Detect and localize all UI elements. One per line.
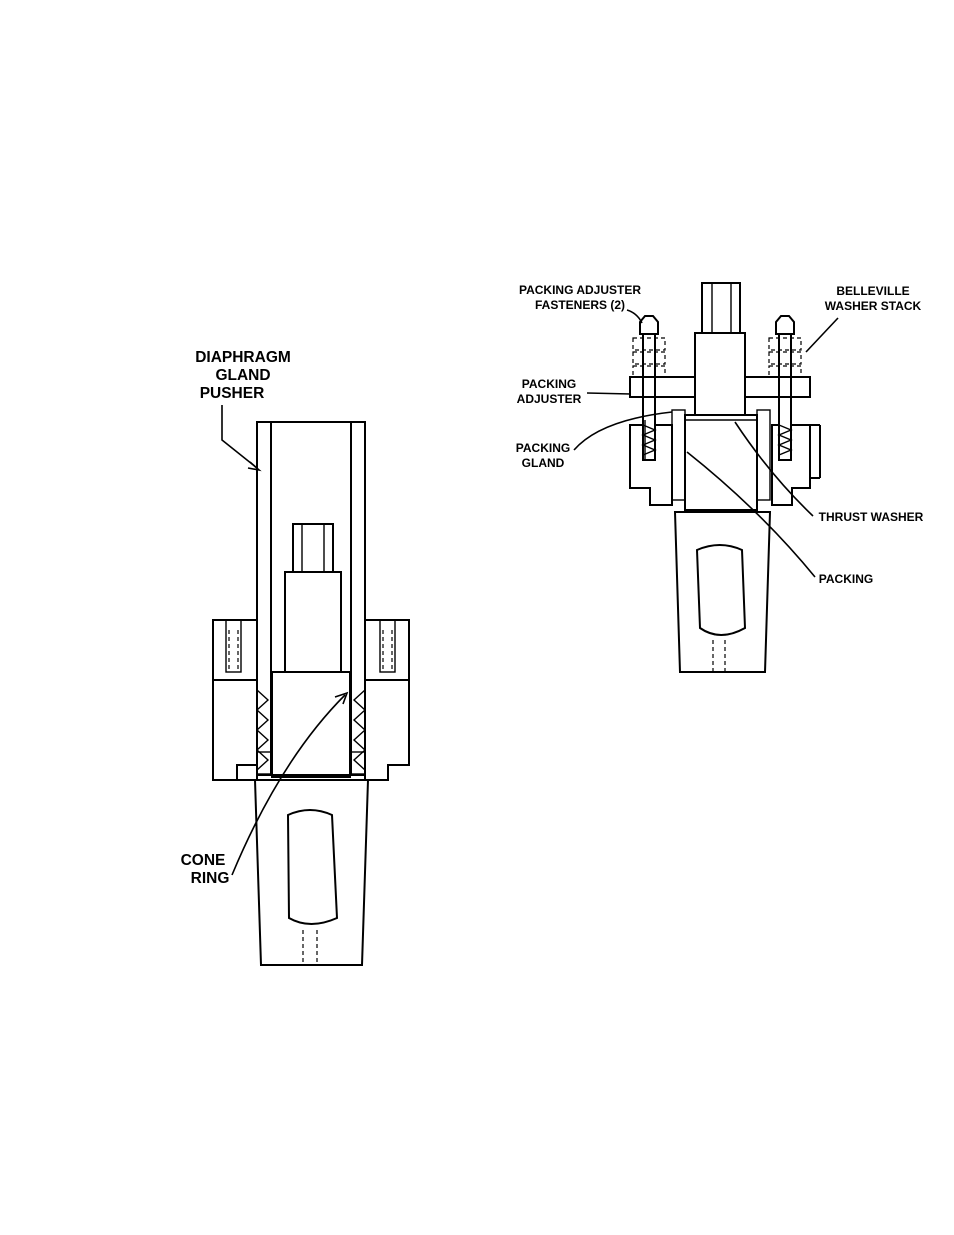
packing-adjuster-plate (629, 376, 811, 398)
label-gland-line2: GLAND (522, 456, 565, 470)
label-diaphragm-line3: PUSHER (200, 385, 265, 402)
label-fasteners-line2: FASTENERS (2) (535, 298, 625, 312)
right-bonnet-body (629, 409, 821, 506)
leader-packing (686, 451, 816, 578)
diaphragm-gland-pusher (256, 421, 366, 776)
fastener-left (632, 315, 666, 461)
left-figure: DIAPHRAGM GLAND PUSHER CONE RING (181, 349, 410, 966)
label-gland-line1: PACKING (516, 441, 570, 455)
leader-cone-ring (231, 694, 346, 876)
arrowhead-diaphragm-pusher (247, 461, 262, 472)
arrowhead-cone-ring (334, 691, 349, 705)
label-adjuster-line1: PACKING (522, 377, 576, 391)
label-thrust-washer: THRUST WASHER (819, 510, 924, 524)
label-diaphragm-line2: GLAND (215, 367, 270, 384)
right-figure: PACKING ADJUSTER FASTENERS (2) BELLEVILL… (516, 282, 924, 673)
label-diaphragm-line1: DIAPHRAGM (195, 349, 291, 366)
leader-fasteners (626, 309, 643, 324)
label-packing: PACKING (819, 572, 873, 586)
leader-thrust-washer (734, 421, 814, 517)
leader-gland (573, 411, 673, 451)
leader-diaphragm-pusher (221, 405, 258, 469)
label-fasteners-line1: PACKING ADJUSTER (519, 283, 641, 297)
label-belleville-line1: BELLEVILLE (836, 284, 909, 298)
valve-stem (271, 523, 351, 778)
label-belleville-line2: WASHER STACK (825, 299, 922, 313)
valve-plug (253, 779, 370, 966)
label-cone-line1: CONE (181, 852, 226, 869)
label-adjuster-line2: ADJUSTER (517, 392, 582, 406)
leader-adjuster (586, 392, 632, 395)
bonnet-body (212, 619, 410, 781)
leader-belleville (805, 317, 839, 353)
fastener-right (768, 315, 802, 461)
right-valve-plug (673, 511, 772, 673)
label-cone-line2: RING (191, 870, 230, 887)
